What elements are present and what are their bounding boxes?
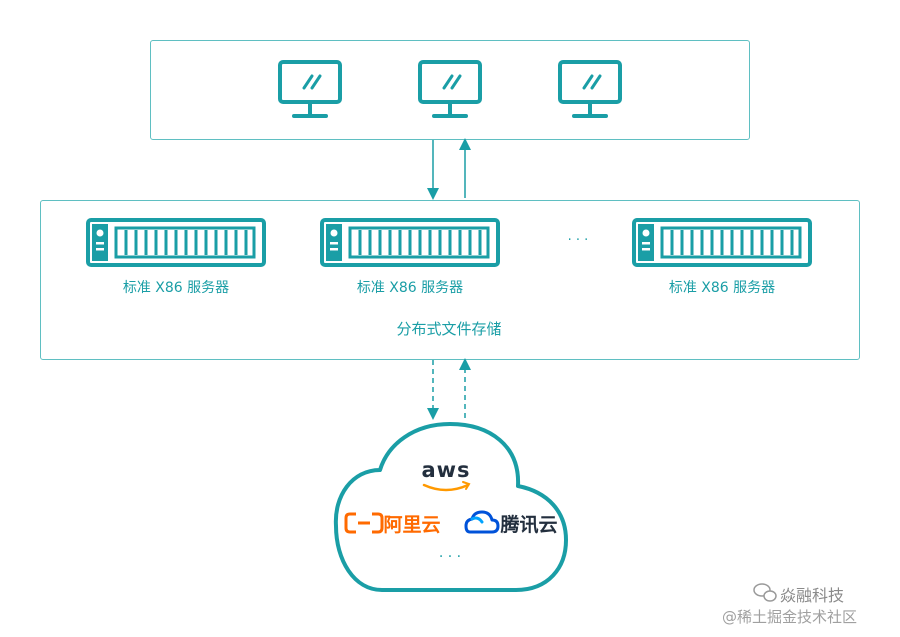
aws-text: aws (421, 458, 471, 482)
monitor-icon (278, 60, 342, 118)
server-icon (320, 218, 500, 267)
server-icon (86, 218, 266, 267)
client-tier-box (150, 40, 750, 140)
server-label: 标准 X86 服务器 (122, 280, 230, 296)
server-ellipsis: · · · (567, 233, 589, 248)
cloud-icon (333, 422, 568, 592)
server-label: 标准 X86 服务器 (356, 280, 464, 296)
aliyun-logo-icon (344, 512, 384, 534)
cloud-ellipsis: · · · (438, 549, 462, 565)
monitor-icon (418, 60, 482, 118)
server-icon (632, 218, 812, 267)
watermark-brand: 焱融科技 (780, 586, 845, 605)
aliyun-text: 阿里云 (383, 514, 441, 536)
tencent-cloud-logo-icon (464, 510, 500, 534)
watermark-community: @稀土掘金技术社区 (722, 608, 858, 626)
wechat-icon (753, 583, 777, 602)
monitor-icon (558, 60, 622, 118)
aws-smile-icon (422, 483, 470, 492)
tencent-text: 腾讯云 (500, 514, 558, 536)
server-label: 标准 X86 服务器 (668, 280, 776, 296)
storage-label: 分布式文件存储 (396, 320, 502, 338)
